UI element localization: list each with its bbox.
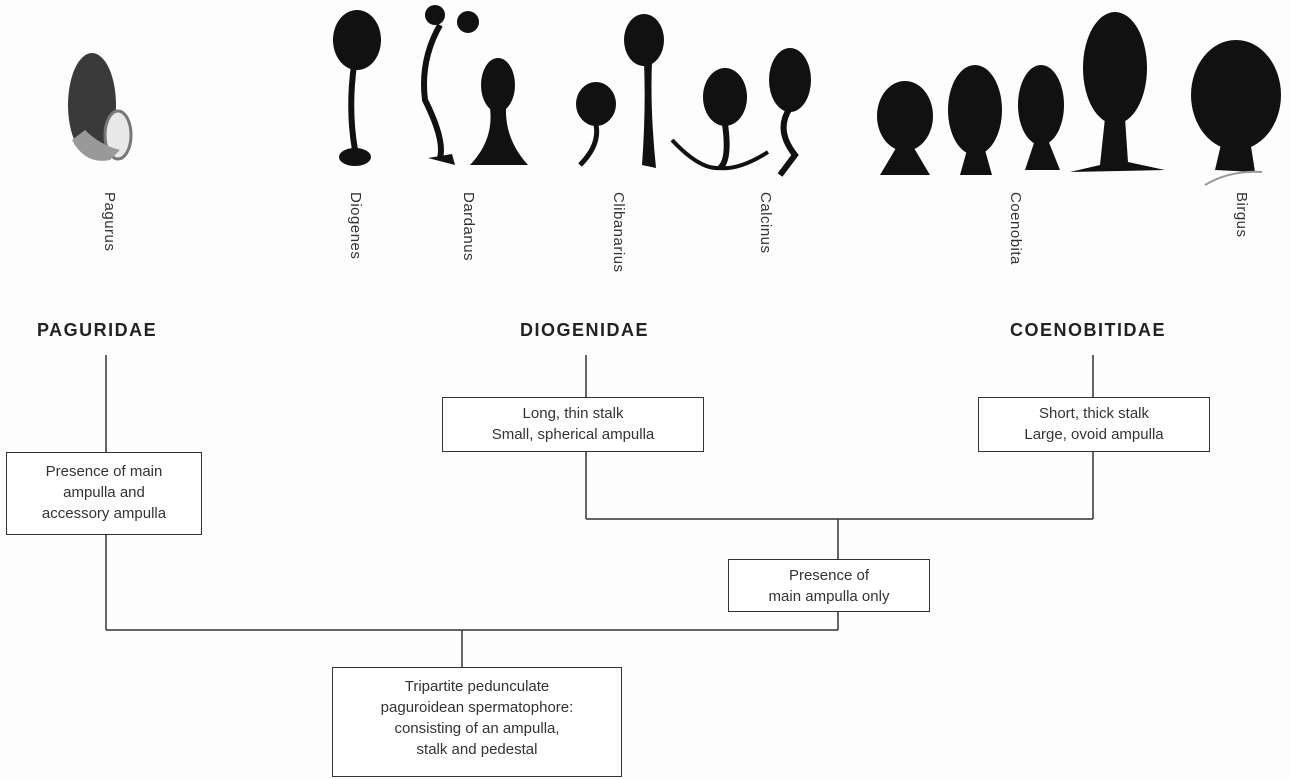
spermatophore-dardanus-2 <box>470 58 528 165</box>
box-line: paguroidean spermatophore: <box>333 697 621 718</box>
family-label-paguridae: PAGURIDAE <box>37 320 157 341</box>
box-line: Tripartite pedunculate <box>333 676 621 697</box>
genus-label-clibanarius: Clibanarius <box>610 192 627 273</box>
spermatophore-dardanus-1 <box>424 5 479 165</box>
character-box-paguridae: Presence of main ampulla and accessory a… <box>6 452 202 535</box>
spermatophore-clibanarius-2 <box>624 14 664 168</box>
spermatophore-pagurus <box>68 53 131 161</box>
genus-label-birgus: Birgus <box>1233 192 1250 238</box>
character-box-coenobitidae: Short, thick stalk Large, ovoid ampulla <box>978 397 1210 452</box>
genus-label-dardanus: Dardanus <box>460 192 477 261</box>
genus-label-calcinus: Calcinus <box>757 192 774 254</box>
box-line: main ampulla only <box>729 586 929 607</box>
box-line: stalk and pedestal <box>333 739 621 760</box>
spermatophore-calcinus-1 <box>672 68 768 168</box>
family-label-coenobitidae: COENOBITIDAE <box>1010 320 1166 341</box>
box-line: Presence of main <box>7 461 201 482</box>
genus-label-pagurus: Pagurus <box>101 192 118 251</box>
character-box-main-ampulla-only: Presence of main ampulla only <box>728 559 930 612</box>
box-line: Short, thick stalk <box>979 403 1209 424</box>
box-line: accessory ampulla <box>7 503 201 524</box>
box-line: Presence of <box>729 565 929 586</box>
spermatophore-clibanarius-1 <box>576 82 616 165</box>
box-line: Small, spherical ampulla <box>443 424 703 445</box>
box-line: Long, thin stalk <box>443 403 703 424</box>
spermatophore-diogenes <box>333 10 381 166</box>
spermatophore-birgus <box>1191 40 1281 185</box>
character-box-root: Tripartite pedunculate paguroidean sperm… <box>332 667 622 777</box>
box-line: consisting of an ampulla, <box>333 718 621 739</box>
spermatophore-coenobita-3 <box>1018 65 1064 170</box>
family-label-diogenidae: DIOGENIDAE <box>520 320 649 341</box>
genus-label-diogenes: Diogenes <box>347 192 364 259</box>
spermatophore-calcinus-2 <box>769 48 811 175</box>
spermatophore-coenobita-1 <box>877 81 933 175</box>
spermatophore-coenobita-2 <box>948 65 1002 175</box>
box-line: Large, ovoid ampulla <box>979 424 1209 445</box>
genus-label-coenobita: Coenobita <box>1007 192 1024 265</box>
spermatophore-coenobita-4 <box>1070 12 1165 172</box>
box-line: ampulla and <box>7 482 201 503</box>
character-box-diogenidae: Long, thin stalk Small, spherical ampull… <box>442 397 704 452</box>
